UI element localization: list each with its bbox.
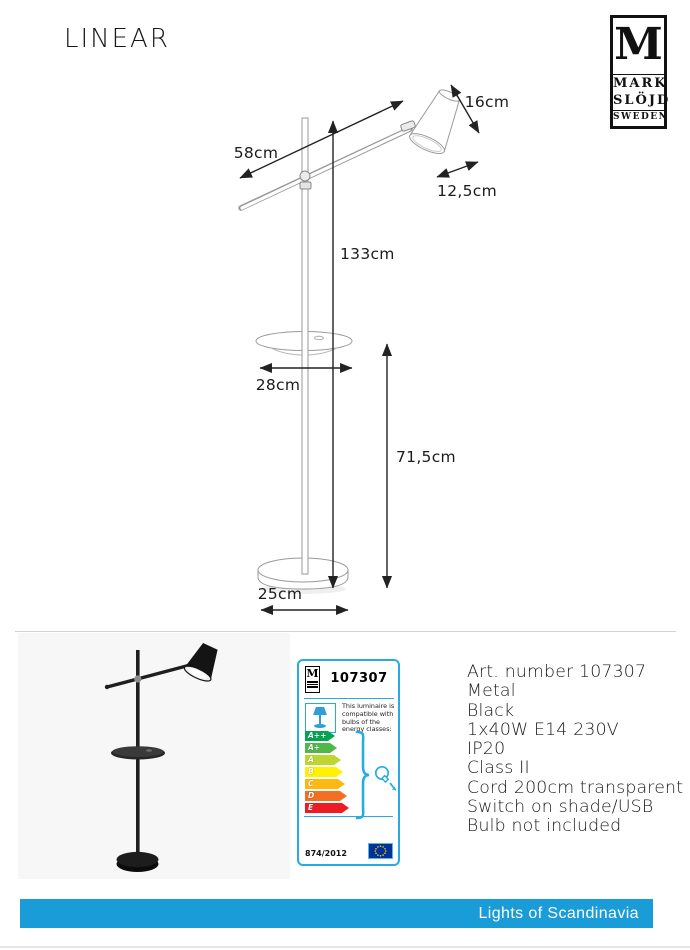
dimension-label-shade-diameter: 12,5cm [437,182,497,200]
energy-class-label: C [308,779,314,788]
energy-label-header: M 107307 [304,665,394,699]
bulb-icon [374,765,397,791]
section-divider [15,631,676,632]
eu-flag-stars [374,845,387,857]
photo-base-top [116,851,159,868]
spec-switch: Switch on shade/USB [467,797,654,818]
energy-class-arrow: A+ [305,743,337,753]
spec-ip-rating: IP20 [467,739,506,760]
brand-logo: M MARK SLÖJD SWEDEN [610,15,671,129]
energy-label-brand-bar [307,686,318,688]
spec-material: Metal [467,681,516,702]
dimension-label-shade-height: 16cm [465,93,510,111]
energy-class-arrow: D [305,791,347,801]
curly-brace [355,730,370,820]
energy-class-label: E [308,803,314,812]
energy-class-label: D [308,791,315,800]
dimension-arrow-shade-diameter [436,161,479,178]
energy-compatibility-text: This luminaire is compatible with bulbs … [342,702,395,734]
brand-logo-sweden: SWEDEN [613,110,669,122]
spec-list: Art. number 107307 Metal Black 1x40W E14… [467,662,684,837]
brand-logo-mark: MARK [613,76,668,91]
energy-label-brand-bar [307,683,318,685]
energy-class-label: A [308,755,314,764]
spec-bulb: 1x40W E14 230V [467,719,619,740]
dimension-label-tray: 28cm [256,376,301,394]
product-photo [18,633,290,879]
footer-banner-text: Lights of Scandinavia [478,904,639,922]
energy-class-label: A++ [308,731,327,740]
eu-flag [368,843,393,859]
brand-logo-slojd: SLÖJD [613,93,671,108]
dimension-labels: 58cm 16cm 12,5cm 133cm 28cm 71,5cm 25cm [234,93,510,603]
page-title: LINEAR [64,24,170,54]
arm-pivot-joint [299,170,311,182]
luminaire-icon-box [305,703,336,733]
spec-color: Black [467,700,515,721]
energy-class-list: A++ A+ A B C D E [305,731,349,815]
photo-shade [183,643,218,682]
energy-label-brand-logo: M [305,666,320,693]
photo-arm [105,662,196,689]
spec-art-number: Art. number 107307 [467,662,647,682]
luminaire-icon [313,707,327,728]
technical-drawing: 58cm 16cm 12,5cm 133cm 28cm 71,5cm 25cm [234,84,510,616]
photo-tray-usb [146,749,152,752]
energy-class-label: A+ [308,743,321,752]
lamp-arm [240,127,411,210]
lamp-shade [409,89,460,155]
dimension-arrow-arm [239,100,404,179]
energy-class-arrow: A++ [305,731,335,741]
dimension-label-column: 71,5cm [396,448,456,466]
regulation-number: 874/2012 [305,849,347,858]
dimension-label-base: 25cm [258,585,303,603]
spec-class: Class II [467,758,530,779]
energy-class-arrow: E [305,803,349,813]
energy-class-label: B [308,767,314,776]
spec-cord: Cord 200cm transparent [467,777,684,798]
energy-label-article-number: 107307 [330,671,388,686]
energy-label-brand-m: M [306,667,319,680]
brace-and-bulb-icon [355,730,397,820]
photo-tray-top [112,746,164,757]
energy-label-brand-bar [307,681,318,683]
dimension-arrows [239,84,480,616]
photo-arm-end [104,684,110,690]
arm-pivot-clamp [299,181,312,190]
energy-label-divider [304,816,393,817]
page-bottom-edge [0,946,690,948]
dimension-arrow-shade-height [450,84,480,134]
spec-bulb-included: Bulb not included [467,816,622,837]
brand-logo-m: M [613,18,664,75]
energy-label: M 107307 This luminaire is compatible wi… [297,659,400,866]
energy-class-arrow: B [305,767,343,777]
tray-port [314,335,324,341]
dimension-label-arm: 58cm [234,144,279,162]
energy-class-arrow: C [305,779,345,789]
footer-banner: Lights of Scandinavia [20,899,653,928]
dimension-label-total-height: 133cm [340,245,395,263]
energy-class-arrow: A [305,755,341,765]
photo-swivel-joint [134,675,142,683]
